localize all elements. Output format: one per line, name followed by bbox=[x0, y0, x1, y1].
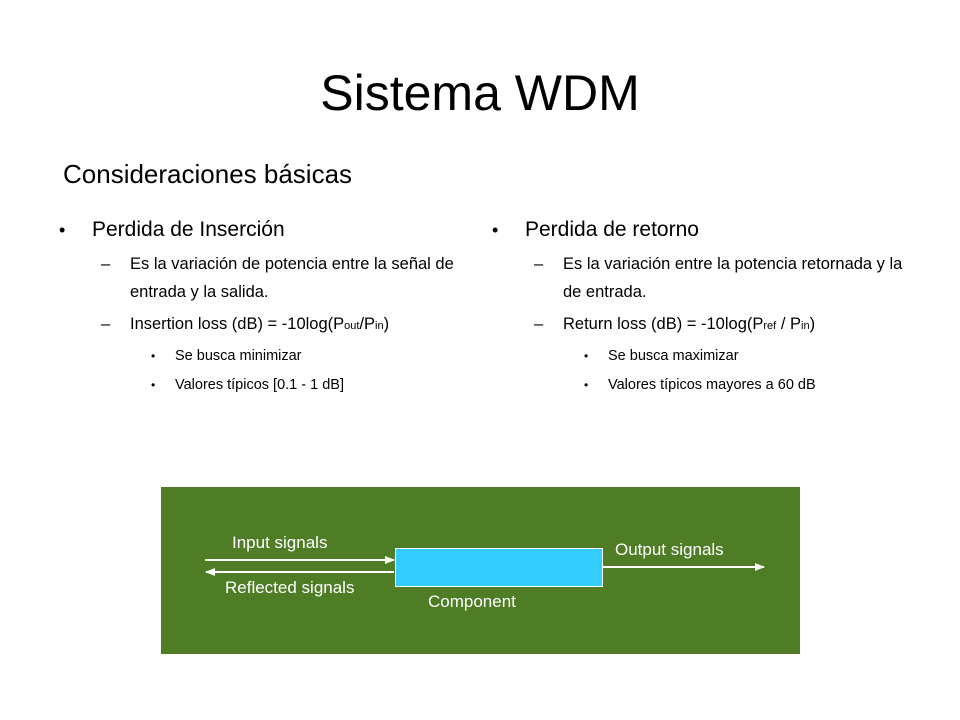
component-box bbox=[395, 548, 603, 587]
bullet-icon: • bbox=[492, 220, 499, 240]
dash-icon: – bbox=[101, 315, 111, 333]
output-signals-label: Output signals bbox=[615, 540, 724, 559]
right-column: • Perdida de retorno – Es la variación e… bbox=[490, 214, 910, 404]
dash-icon: – bbox=[101, 255, 111, 273]
left-column: • Perdida de Inserción – Es la variación… bbox=[57, 214, 482, 404]
bullet-icon: • bbox=[584, 378, 589, 392]
insertion-loss-note-2: • Valores típicos [0.1 - 1 dB] bbox=[151, 377, 344, 393]
dash-icon: – bbox=[534, 315, 544, 333]
signal-diagram: Input signals Reflected signals Output s… bbox=[161, 487, 800, 654]
insertion-loss-heading: • Perdida de Inserción bbox=[57, 214, 482, 246]
insertion-loss-formula: – Insertion loss (dB) = -10log(Pout/Pin) bbox=[57, 310, 482, 340]
slide-subtitle: Consideraciones básicas bbox=[63, 159, 353, 189]
insertion-loss-note-1: • Se busca minimizar bbox=[151, 348, 302, 364]
return-loss-definition: – Es la variación entre la potencia reto… bbox=[490, 250, 910, 306]
component-label: Component bbox=[428, 592, 516, 611]
bullet-icon: • bbox=[151, 378, 156, 392]
return-loss-note-1: • Se busca maximizar bbox=[584, 348, 739, 364]
insertion-loss-definition: – Es la variación de potencia entre la s… bbox=[57, 250, 482, 306]
slide-title: Sistema WDM bbox=[320, 65, 640, 121]
reflected-signals-label: Reflected signals bbox=[225, 578, 355, 597]
bullet-icon: • bbox=[151, 349, 156, 363]
return-loss-formula: – Return loss (dB) = -10log(Pref / Pin) bbox=[490, 310, 910, 340]
dash-icon: – bbox=[534, 255, 544, 273]
bullet-icon: • bbox=[59, 220, 66, 240]
bullet-icon: • bbox=[584, 349, 589, 363]
signal-arrows bbox=[205, 556, 765, 576]
input-signals-label: Input signals bbox=[232, 533, 328, 552]
return-loss-note-2: • Valores típicos mayores a 60 dB bbox=[584, 377, 816, 393]
return-loss-heading: • Perdida de retorno bbox=[490, 214, 910, 246]
